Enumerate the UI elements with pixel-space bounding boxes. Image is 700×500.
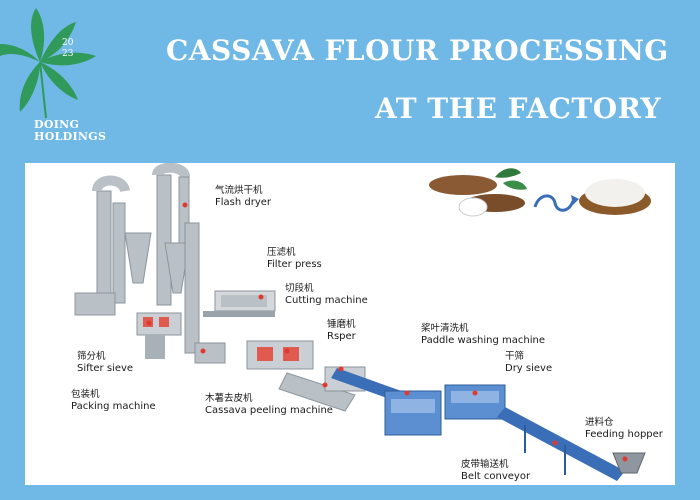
brand-name-line1: DOING [34, 118, 80, 131]
brand-name-line2: HOLDINGS [34, 130, 107, 143]
feeding-hopper-machine [612, 452, 646, 474]
logo-year-top: 20 [62, 38, 74, 48]
belt-conveyor-machine [497, 407, 625, 481]
page-title-line2: AT THE FACTORY [375, 92, 662, 125]
paddle-washing-machine [331, 368, 442, 436]
page-title-line1: CASSAVA FLOUR PROCESSING [166, 34, 669, 67]
curved-arrow-icon [533, 194, 579, 212]
dry-sieve-machine [444, 384, 506, 420]
cassava-roots-icon [429, 168, 527, 217]
flash-dryer-machine [74, 163, 226, 364]
flour-bowl-icon [579, 179, 651, 215]
factory-line-illustration [74, 163, 651, 481]
cassava-leaf-logo-icon [0, 8, 96, 119]
filter-press-machine [203, 290, 276, 317]
sifter-sieve-machine [136, 312, 182, 359]
header: 20 23 DOING HOLDINGS CASSAVA FLOUR PROCE… [0, 0, 700, 160]
cutting-machine [246, 340, 314, 370]
logo-year-bottom: 23 [62, 49, 74, 59]
